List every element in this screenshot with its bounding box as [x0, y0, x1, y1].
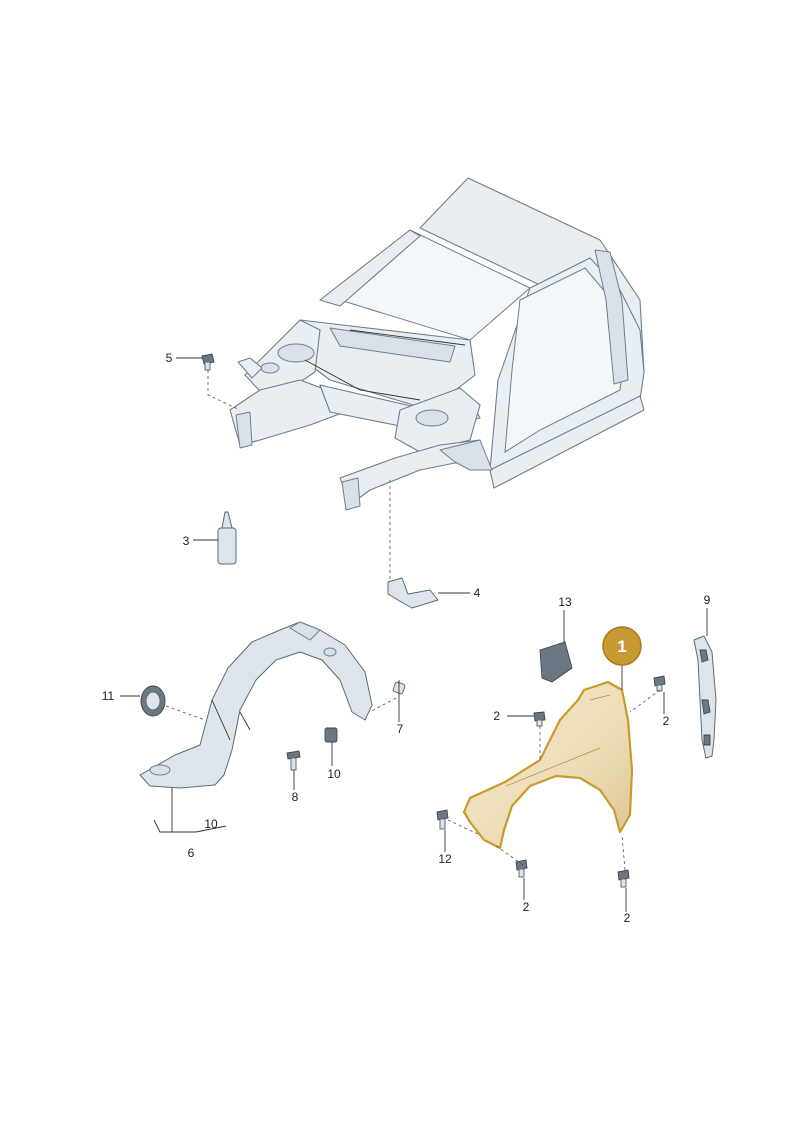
bolt-2-lower-right [617, 869, 630, 888]
bolt-5 [201, 353, 215, 371]
callout-6[interactable]: 6 [188, 846, 195, 860]
pad-13 [539, 641, 573, 683]
bolt-2-upper-right [653, 675, 666, 692]
callout-8[interactable]: 8 [292, 790, 299, 804]
plug-11 [140, 685, 166, 717]
screw-8 [286, 750, 301, 771]
callout-12[interactable]: 12 [438, 852, 452, 866]
bracket-4 [387, 577, 439, 609]
callout-3[interactable]: 3 [183, 534, 190, 548]
fender-1 [462, 680, 634, 850]
callout-2[interactable]: 2 [493, 709, 500, 723]
sealant-tube-3 [217, 511, 237, 565]
car-body-shell [229, 177, 645, 511]
callout-11[interactable]: 11 [102, 689, 115, 703]
bolt-2-upper-left [533, 711, 546, 727]
callout-2[interactable]: 2 [624, 911, 631, 925]
leader-lines [120, 357, 708, 912]
callout-10[interactable]: 10 [204, 817, 218, 831]
callout-labels: 2 2 2 2 3 4 5 6 7 8 9 10 10 11 12 13 [102, 351, 711, 925]
callout-5[interactable]: 5 [166, 351, 173, 365]
callout-9[interactable]: 9 [704, 593, 711, 607]
highlight-callout-1[interactable]: 1 [602, 626, 642, 666]
callout-10[interactable]: 10 [327, 767, 341, 781]
bolt-2-lower-middle [515, 859, 528, 878]
callout-1-label: 1 [617, 637, 626, 656]
nut-10 [324, 727, 338, 743]
callout-13[interactable]: 13 [558, 595, 572, 609]
callout-7[interactable]: 7 [397, 722, 404, 736]
wheel-housing-liner-6 [139, 621, 373, 789]
callout-2[interactable]: 2 [523, 900, 530, 914]
screw-12 [436, 809, 449, 830]
bracket-strip-9 [693, 635, 717, 759]
callout-2[interactable]: 2 [663, 714, 670, 728]
callout-4[interactable]: 4 [474, 586, 481, 600]
